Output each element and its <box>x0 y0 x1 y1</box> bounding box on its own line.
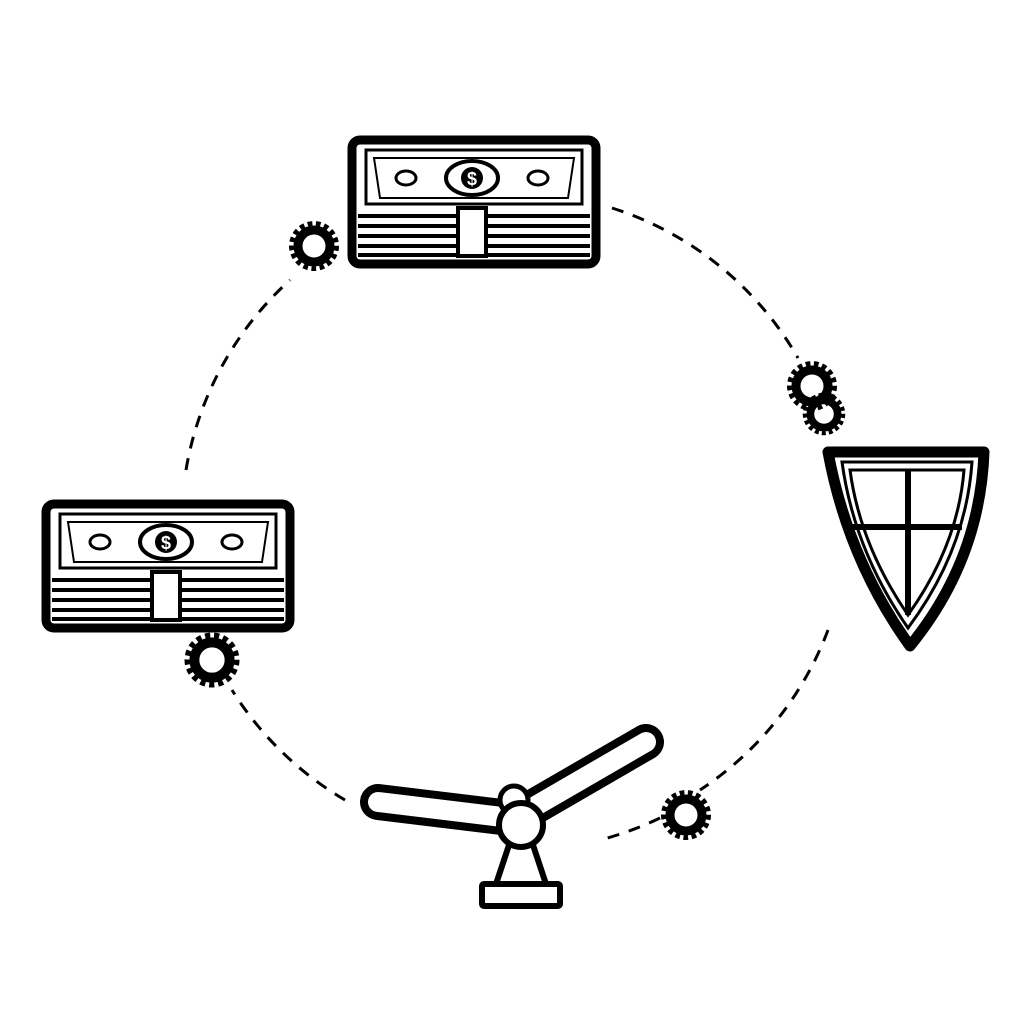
gear-icon-right-2 <box>808 398 840 430</box>
gear-icon-bottom-right <box>667 796 705 834</box>
gear-icon-left <box>191 639 233 681</box>
shield-icon <box>822 446 990 652</box>
gear-icon-top-left <box>295 227 333 265</box>
dashed-cycle-path <box>184 206 830 842</box>
money-stack-icon-left <box>46 504 290 628</box>
lever-scale-icon <box>360 724 664 909</box>
money-stack-icon-top <box>352 140 596 264</box>
